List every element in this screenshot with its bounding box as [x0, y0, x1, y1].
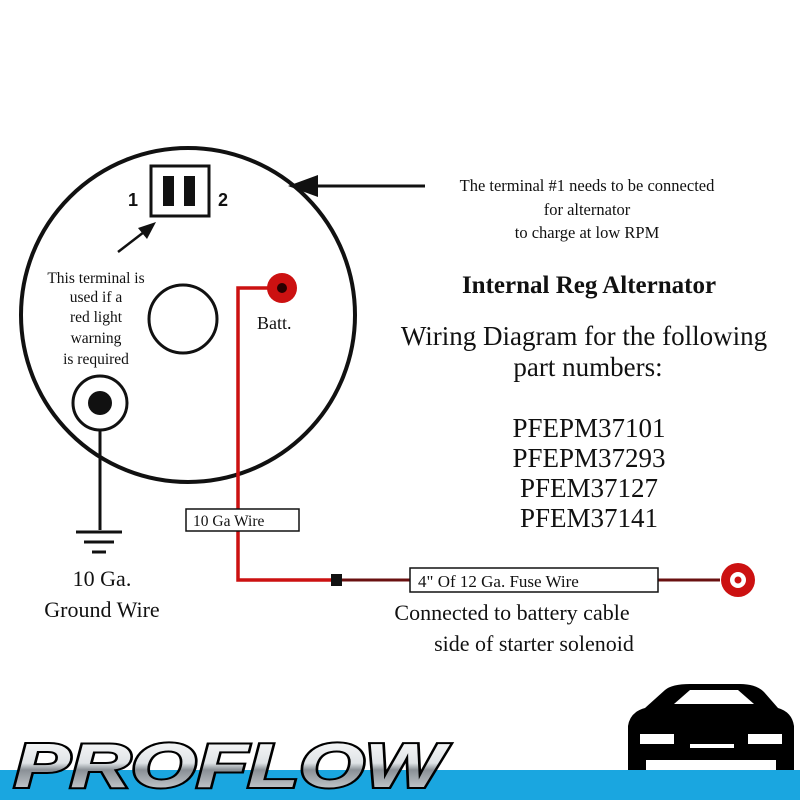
battery-note-line-2: side of starter solenoid [434, 631, 634, 656]
battery-note-line-1: Connected to battery cable [394, 600, 629, 625]
proflow-logo: PROFLOW [12, 730, 452, 800]
part-number: PFEM37141 [520, 503, 658, 533]
ground-symbol [76, 530, 122, 554]
warning-note-arrow [117, 222, 156, 253]
svg-text:red light: red light [70, 309, 123, 326]
warning-note: This terminal is used if a red light war… [47, 270, 144, 368]
terminal-2-label: 2 [218, 190, 228, 210]
svg-text:PROFLOW: PROFLOW [14, 732, 450, 800]
fuse-wire-label-box [409, 567, 659, 593]
brand-bar [0, 770, 800, 800]
batt-label: Batt. [257, 313, 292, 333]
ground-wire-label-1: 10 Ga. [73, 566, 132, 591]
terminal-note-line-1: The terminal #1 needs to be connected [460, 176, 715, 195]
diagram-subtitle-line-1: Wiring Diagram for the following [401, 321, 767, 351]
terminal-note-arrow [288, 175, 425, 197]
terminal-note-line-3: to charge at low RPM [515, 223, 660, 242]
terminal-1-label: 1 [128, 190, 138, 210]
splice-connector [331, 574, 342, 586]
diagram-subtitle-line-2: part numbers: [513, 352, 662, 382]
ground-wire-label-2: Ground Wire [44, 597, 159, 622]
fuse-wire-label: 4" Of 12 Ga. Fuse Wire [418, 572, 579, 591]
plug-connector [149, 164, 211, 218]
part-number: PFEM37127 [520, 473, 658, 503]
part-number: PFEPM37293 [512, 443, 665, 473]
ground-terminal-stud [88, 391, 112, 415]
svg-text:warning: warning [71, 330, 122, 347]
alternator-center-hole [147, 283, 219, 355]
svg-text:is required: is required [63, 351, 129, 368]
diagram-title: Internal Reg Alternator [462, 272, 716, 299]
part-number-list: PFEPM37101 PFEPM37293 PFEM37127 PFEM3714… [512, 413, 665, 533]
terminal-note-line-2: for alternator [544, 200, 631, 219]
battery-ring-terminal [721, 563, 755, 597]
part-number: PFEPM37101 [512, 413, 665, 443]
ten-ga-wire-line [236, 286, 333, 582]
svg-text:used if a: used if a [70, 289, 123, 306]
car-icon [628, 684, 794, 770]
svg-text:This terminal is: This terminal is [47, 270, 144, 287]
ten-ga-wire-label-box [185, 508, 300, 532]
batt-terminal-stud [277, 283, 287, 293]
ten-ga-wire-label: 10 Ga Wire [193, 513, 265, 530]
